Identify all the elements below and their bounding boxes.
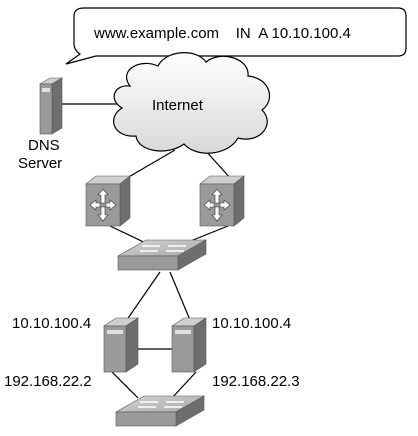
routing-arrows-icon (203, 188, 231, 222)
link-switch-server-right (169, 271, 191, 321)
link-switch-server-left (123, 271, 161, 325)
switch-top (116, 239, 208, 271)
server-right-vip: 10.10.100.4 (212, 315, 291, 332)
link-server-left-switch-bottom (111, 371, 139, 399)
dns-server-label-line1: DNS (28, 137, 60, 154)
server-left-ip: 192.168.22.2 (4, 373, 92, 390)
switch-bottom (114, 395, 206, 427)
internet-label: Internet (152, 97, 204, 114)
switch-arrows-icon (138, 401, 184, 408)
switch-arrows-icon (140, 245, 186, 252)
link-server-right-switch-bottom (171, 371, 197, 399)
server-right-ip: 192.168.22.3 (212, 373, 300, 390)
router-right (199, 175, 245, 227)
dns-record-callout: www.example.com IN A 10.10.100.4 (65, 7, 407, 65)
server-left-vip: 10.10.100.4 (12, 315, 91, 332)
internet-cloud: Internet (113, 52, 271, 154)
dns-record-text: www.example.com IN A 10.10.100.4 (93, 25, 351, 42)
routing-arrows-icon (89, 188, 117, 222)
dns-server-label-line2: Server (18, 155, 62, 172)
router-left (85, 175, 131, 227)
dns-server: DNS Server (18, 77, 64, 172)
connection-lines (60, 103, 233, 399)
server-left: 10.10.100.4 192.168.22.2 (4, 315, 139, 390)
link-internet-router-right (204, 149, 233, 181)
server-right: 10.10.100.4 192.168.22.3 (171, 315, 300, 390)
